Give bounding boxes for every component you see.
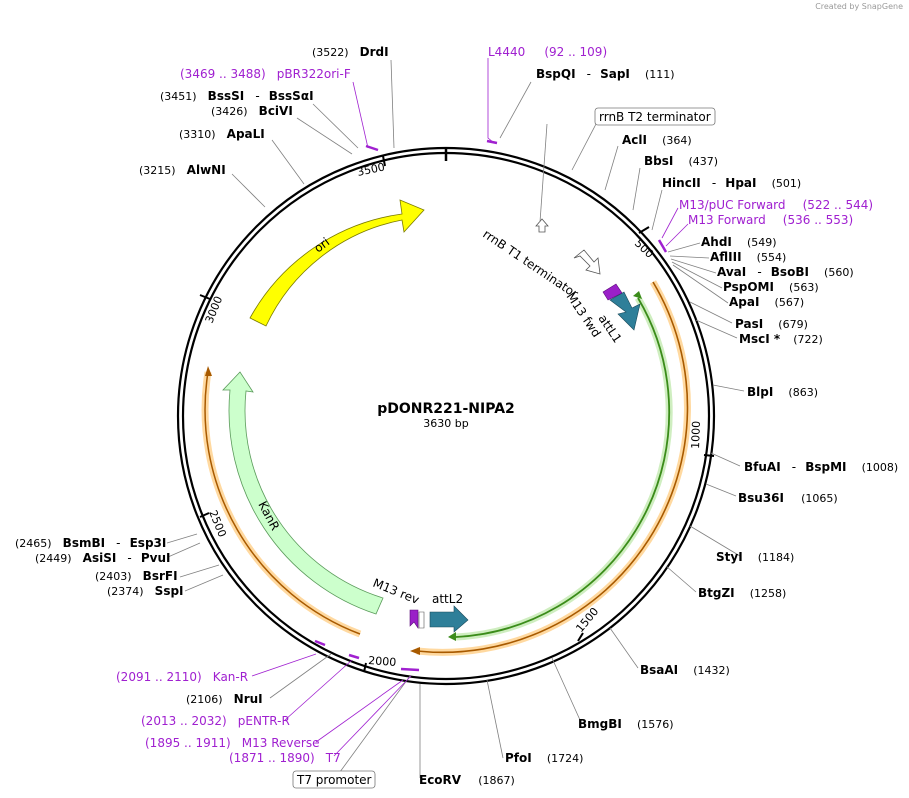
site-apali[interactable]: (3310) ApaLI bbox=[179, 123, 265, 142]
site-nrui[interactable]: (2106) NruI bbox=[186, 688, 263, 707]
site-bcivi[interactable]: (3426) BciVI bbox=[211, 100, 293, 119]
site-drdi[interactable]: (3522) DrdI bbox=[312, 41, 389, 60]
rrnb-t2-feature[interactable] bbox=[535, 218, 549, 233]
site-bsaai[interactable]: BsaAI (1432) bbox=[640, 659, 730, 678]
site-afliii[interactable]: AflIII (554) bbox=[710, 246, 786, 265]
site-bsssi[interactable]: (3451) BssSI - BssSαI bbox=[160, 85, 314, 104]
site-acli[interactable]: AclI (364) bbox=[622, 129, 692, 148]
tick-3500: 3500 bbox=[356, 155, 386, 179]
m13fwd-feature[interactable] bbox=[602, 283, 623, 301]
site-avai[interactable]: AvaI - BsoBI (560) bbox=[717, 261, 854, 280]
site-sspi[interactable]: (2374) SspI bbox=[107, 580, 184, 599]
pentr-marker bbox=[348, 653, 360, 660]
primer-pentr-r[interactable]: (2013 .. 2032) pENTR-R bbox=[141, 710, 290, 729]
site-bbsi[interactable]: BbsI (437) bbox=[644, 150, 718, 169]
primer-m13-reverse[interactable]: (1895 .. 1911) M13 Reverse bbox=[145, 732, 319, 751]
primer-l4440[interactable]: L4440 (92 .. 109) bbox=[488, 41, 607, 60]
rrnb-t1-feature[interactable] bbox=[573, 249, 601, 275]
rrnb-t2-label: rrnB T2 terminator bbox=[599, 110, 711, 124]
insert-green-line bbox=[455, 297, 671, 638]
site-btgzi[interactable]: BtgZI (1258) bbox=[698, 582, 786, 601]
primer-t7[interactable]: (1871 .. 1890) T7 bbox=[229, 747, 341, 766]
kanr-primer-marker bbox=[314, 639, 326, 647]
site-bsrfi[interactable]: (2403) BsrFI bbox=[95, 565, 178, 584]
plasmid-name: pDONR221-NIPA2 bbox=[377, 401, 515, 417]
l4440-marker bbox=[486, 139, 498, 145]
orf-orange-arrowhead bbox=[410, 647, 420, 655]
primer-kan-r[interactable]: (2091 .. 2110) Kan-R bbox=[116, 666, 248, 685]
attl1-feature-arrow[interactable] bbox=[609, 291, 641, 331]
t7-promoter-box[interactable] bbox=[292, 770, 376, 789]
insert-green-halo bbox=[455, 296, 673, 641]
site-bspqi[interactable]: BspQI - SapI (111) bbox=[536, 63, 675, 82]
tick-label-1000: 1000 bbox=[689, 421, 703, 449]
t7-promoter-label: T7 promoter bbox=[296, 773, 372, 787]
primer-pbr322ori-f[interactable]: (3469 .. 3488) pBR322ori-F bbox=[180, 63, 351, 82]
m13rev-feature[interactable] bbox=[409, 609, 419, 629]
site-asisi[interactable]: (2449) AsiSI - PvuI bbox=[35, 547, 170, 566]
attl2-label: attL2 bbox=[432, 592, 463, 606]
tick-2000: 2000 bbox=[363, 654, 397, 673]
site-pfoi[interactable]: PfoI (1724) bbox=[505, 747, 583, 766]
tick-label-3500: 3500 bbox=[356, 160, 386, 179]
insert-green-arrowtail bbox=[633, 291, 642, 299]
plasmid-size: 3630 bp bbox=[423, 417, 468, 430]
site-bsmbi[interactable]: (2465) BsmBI - Esp3I bbox=[15, 532, 166, 551]
m13puc-marker bbox=[657, 239, 668, 253]
primer-m13-puc-forward[interactable]: M13/pUC Forward (522 .. 544) bbox=[679, 194, 873, 213]
site-apai[interactable]: ApaI (567) bbox=[729, 291, 804, 310]
site-bmgbi[interactable]: BmgBI (1576) bbox=[578, 713, 674, 732]
attl2-feature-arrow[interactable] bbox=[429, 605, 469, 633]
m13rev-t7-marker bbox=[400, 667, 420, 672]
site-msci[interactable]: MscI * (722) bbox=[739, 328, 823, 347]
site-bfuai[interactable]: BfuAI - BspMI (1008) bbox=[744, 456, 898, 475]
rrnb-t2-box[interactable] bbox=[594, 107, 716, 126]
site-pspomi[interactable]: PspOMI (563) bbox=[723, 276, 819, 295]
kanr-feature-arrow[interactable] bbox=[222, 371, 384, 615]
tick-label-2000: 2000 bbox=[368, 654, 397, 669]
kanr-orange-line bbox=[204, 371, 361, 635]
ori-feature-arrow[interactable] bbox=[249, 199, 425, 327]
insert-green-arrowhead bbox=[448, 632, 456, 641]
snapgene-credit: Created by SnapGene bbox=[815, 2, 903, 11]
site-ahdi[interactable]: AhdI (549) bbox=[701, 231, 777, 250]
kanr-orange-arrowhead bbox=[205, 366, 212, 376]
site-bsu36i[interactable]: Bsu36I (1065) bbox=[738, 487, 838, 506]
tick-1000: 1000 bbox=[689, 421, 715, 457]
site-blpi[interactable]: BlpI (863) bbox=[747, 381, 818, 400]
rrnb-t1-label: rrnB T1 terminator bbox=[480, 227, 580, 301]
site-hincii[interactable]: HincII - HpaI (501) bbox=[662, 172, 801, 191]
primer-m13-forward[interactable]: M13 Forward (536 .. 553) bbox=[688, 209, 853, 228]
site-styi[interactable]: StyI (1184) bbox=[716, 546, 794, 565]
tick-2500: 2500 bbox=[199, 508, 229, 539]
site-alwni[interactable]: (3215) AlwNI bbox=[139, 159, 226, 178]
t7-small-feature[interactable] bbox=[418, 611, 425, 629]
tick-label-500: 500 bbox=[632, 237, 656, 261]
site-ecorv[interactable]: EcoRV (1867) bbox=[419, 769, 515, 788]
orf-orange-line bbox=[416, 281, 689, 654]
leader-lines bbox=[166, 58, 745, 778]
site-pasi[interactable]: PasI (679) bbox=[735, 313, 808, 332]
